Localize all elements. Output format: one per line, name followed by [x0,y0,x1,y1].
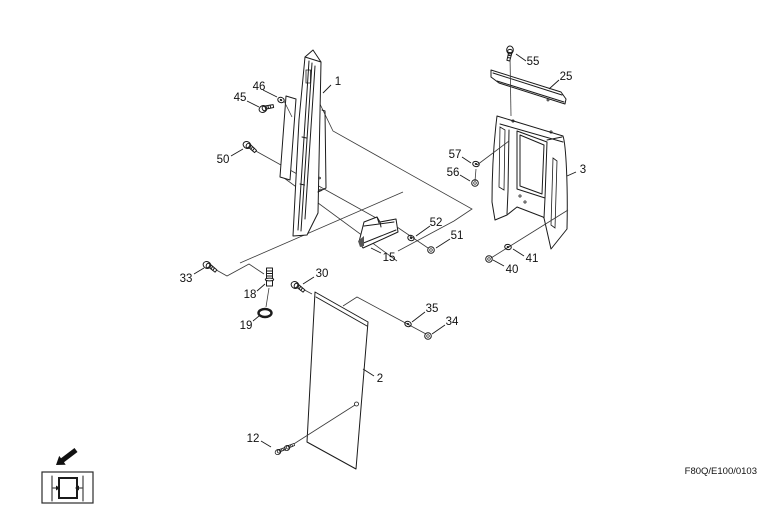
callout-15: 15 [370,247,396,264]
callout-label: 41 [526,253,539,265]
assembly-lines [210,55,569,448]
callout-35: 35 [411,303,439,323]
callout-leader [548,79,560,90]
callout-leader [230,148,244,157]
callout-45: 45 [234,92,260,108]
oring-19 [257,307,273,319]
callout-52: 52 [415,217,443,237]
callout-label: 35 [426,303,439,315]
callout-33: 33 [180,267,205,285]
callout-label: 25 [560,71,573,83]
part-3-bracket [491,115,568,250]
callout-label: 52 [430,217,443,229]
callout-leader [492,259,505,267]
callout-label: 1 [335,76,341,88]
callout-label: 45 [234,92,247,104]
callout-label: 55 [527,56,540,68]
pin-18 [264,267,275,287]
legend [41,448,94,504]
screw-30 [289,279,307,294]
screw-33 [201,259,219,274]
callout-leader [411,311,426,323]
callout-leader [256,283,266,292]
callout-label: 56 [447,167,460,179]
callout-57: 57 [449,149,472,164]
clip-12-b [282,440,296,453]
callout-40: 40 [492,259,519,276]
callout-18: 18 [244,283,266,301]
callout-leader [193,267,205,275]
footer-code: F80Q/E100/0103 [685,466,757,477]
screw-50 [241,139,259,154]
screw-55 [506,45,514,62]
callout-label: 3 [580,164,586,176]
callout-leader [362,368,375,377]
callout-30: 30 [302,268,329,285]
callout-leader [515,53,527,62]
callout-leader [415,225,431,237]
nut-40 [485,255,493,263]
callout-label: 33 [180,273,193,285]
callout-label: 19 [240,320,253,332]
callout-12: 12 [247,433,272,448]
callout-leader [370,247,382,254]
callout-19: 19 [240,315,260,332]
legend-box [41,471,94,504]
callout-1: 1 [322,76,341,94]
callout-41: 41 [512,248,539,265]
callout-51: 51 [435,230,464,249]
callout-label: 2 [377,373,383,385]
callout-label: 12 [247,433,260,445]
callout-leader [566,171,577,177]
hardware [201,45,514,457]
callout-leader [262,89,278,98]
callout-25: 25 [548,71,573,90]
callout-56: 56 [447,167,471,182]
washer-46 [276,95,286,105]
phantom-lines [239,101,473,264]
callout-leader [512,248,525,257]
callout-label: 40 [506,264,519,276]
washer-52 [406,233,416,243]
callout-label: 57 [449,149,462,161]
callout-layer: 1231215181925303334354041454650515255565… [180,53,586,448]
callout-leader [252,315,260,322]
callout-label: 34 [446,316,459,328]
callout-leader [322,84,332,94]
direction-arrow-icon [56,448,78,465]
part-1-pillar [292,49,327,237]
callout-2: 2 [362,368,383,385]
screw-45 [257,100,275,115]
callout-55: 55 [515,53,540,68]
nut-51 [427,246,435,254]
washer-35 [403,319,413,329]
callout-label: 30 [316,268,329,280]
part-2-panel [306,291,369,470]
callout-leader [435,238,451,249]
callout-leader [459,174,471,182]
callout-label: 15 [383,252,396,264]
callout-leader [246,100,260,108]
callout-3: 3 [566,164,586,177]
callout-leader [431,324,446,335]
callout-46: 46 [253,81,278,98]
part-15-bracket [358,216,399,249]
callout-leader [260,440,272,448]
callout-label: 51 [451,230,464,242]
callout-label: 18 [244,289,257,301]
panel-clamp-pictogram-icon [51,475,84,502]
callout-leader [302,276,315,285]
callout-50: 50 [217,148,244,166]
callout-label: 50 [217,154,230,166]
callout-leader [461,156,472,164]
nut-34 [424,332,432,340]
callout-label: 46 [253,81,266,93]
part-25-plate [490,69,567,105]
callout-34: 34 [431,316,459,335]
